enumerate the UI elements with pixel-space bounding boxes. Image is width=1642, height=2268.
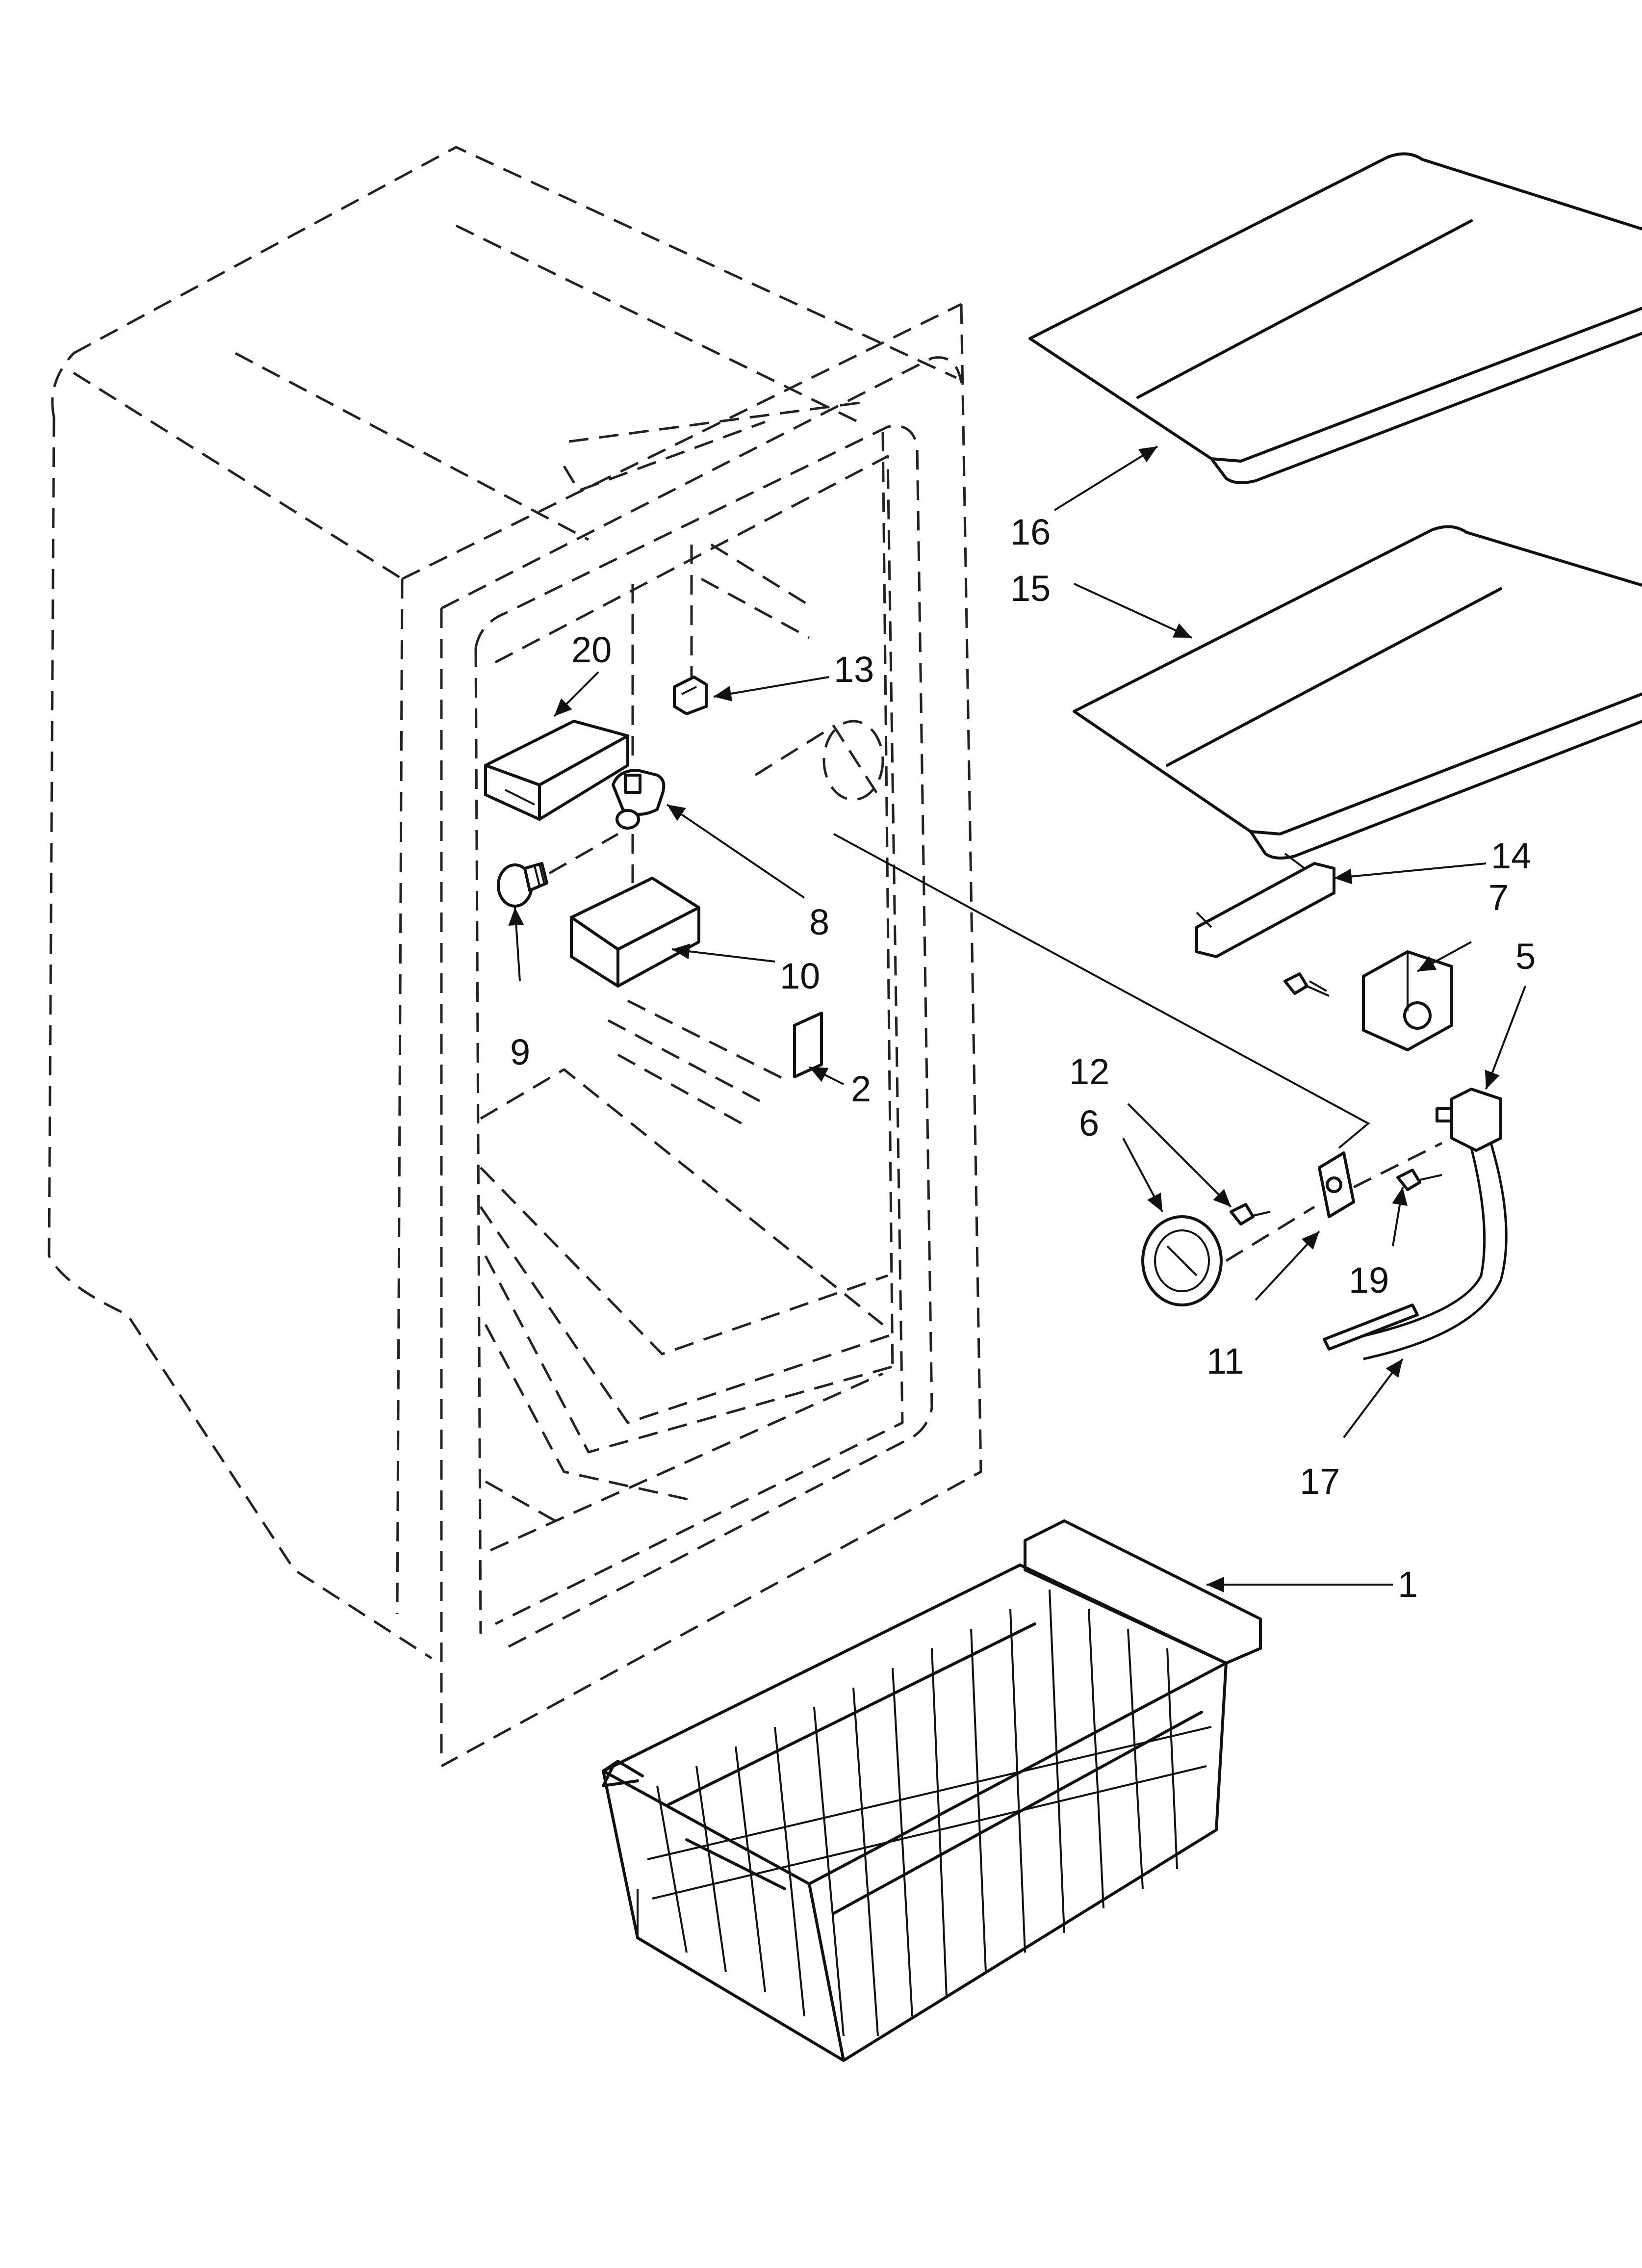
callout-2: 2 [851,1069,871,1109]
wire-basket-part-1 [602,1519,1262,2062]
light-shield-part-10 [570,877,700,988]
bracket-part-11 [1318,1151,1355,1218]
wire-shelf-part-15 [1073,525,1642,860]
callout-labels: 1 2 5 6 7 8 9 10 11 12 13 14 15 16 17 19… [510,512,1536,1605]
knob-part-6 [1141,1215,1223,1306]
callout-13: 13 [834,649,874,690]
callout-8: 8 [809,902,829,942]
callout-10: 10 [780,956,820,996]
callout-17: 17 [1300,1461,1340,1502]
screw-icon [1283,972,1330,997]
callout-12: 12 [1069,1051,1109,1092]
label-part-2 [793,1012,823,1078]
light-socket-part-8 [612,769,666,830]
light-bulb-part-9 [497,862,548,908]
callout-19: 19 [1349,1260,1389,1301]
screw-part-19 [1396,1169,1442,1191]
thermostat-part-7 [1362,950,1453,1051]
light-housing-part-20 [484,720,629,821]
callout-6: 6 [1079,1103,1099,1144]
callout-11: 11 [1206,1341,1244,1382]
freezer-cabinet-outline [48,146,982,1768]
callout-15: 15 [1010,568,1051,609]
callout-5: 5 [1515,936,1536,977]
callout-20: 20 [571,629,612,670]
leader-lines [508,445,1526,1592]
wire-harness-part-17 [1323,1143,1508,1360]
screw-part-12 [1230,1203,1271,1225]
callout-14: 14 [1491,835,1531,876]
callout-9: 9 [510,1032,530,1072]
callout-7: 7 [1488,877,1509,918]
door-switch-part-13 [673,676,708,715]
callout-16: 16 [1010,512,1051,552]
shelf-support-part-14 [1195,853,1335,958]
callout-1: 1 [1398,1564,1418,1605]
control-switch-part-5 [1436,1088,1502,1152]
wire-shelf-part-16 [1028,152,1642,484]
